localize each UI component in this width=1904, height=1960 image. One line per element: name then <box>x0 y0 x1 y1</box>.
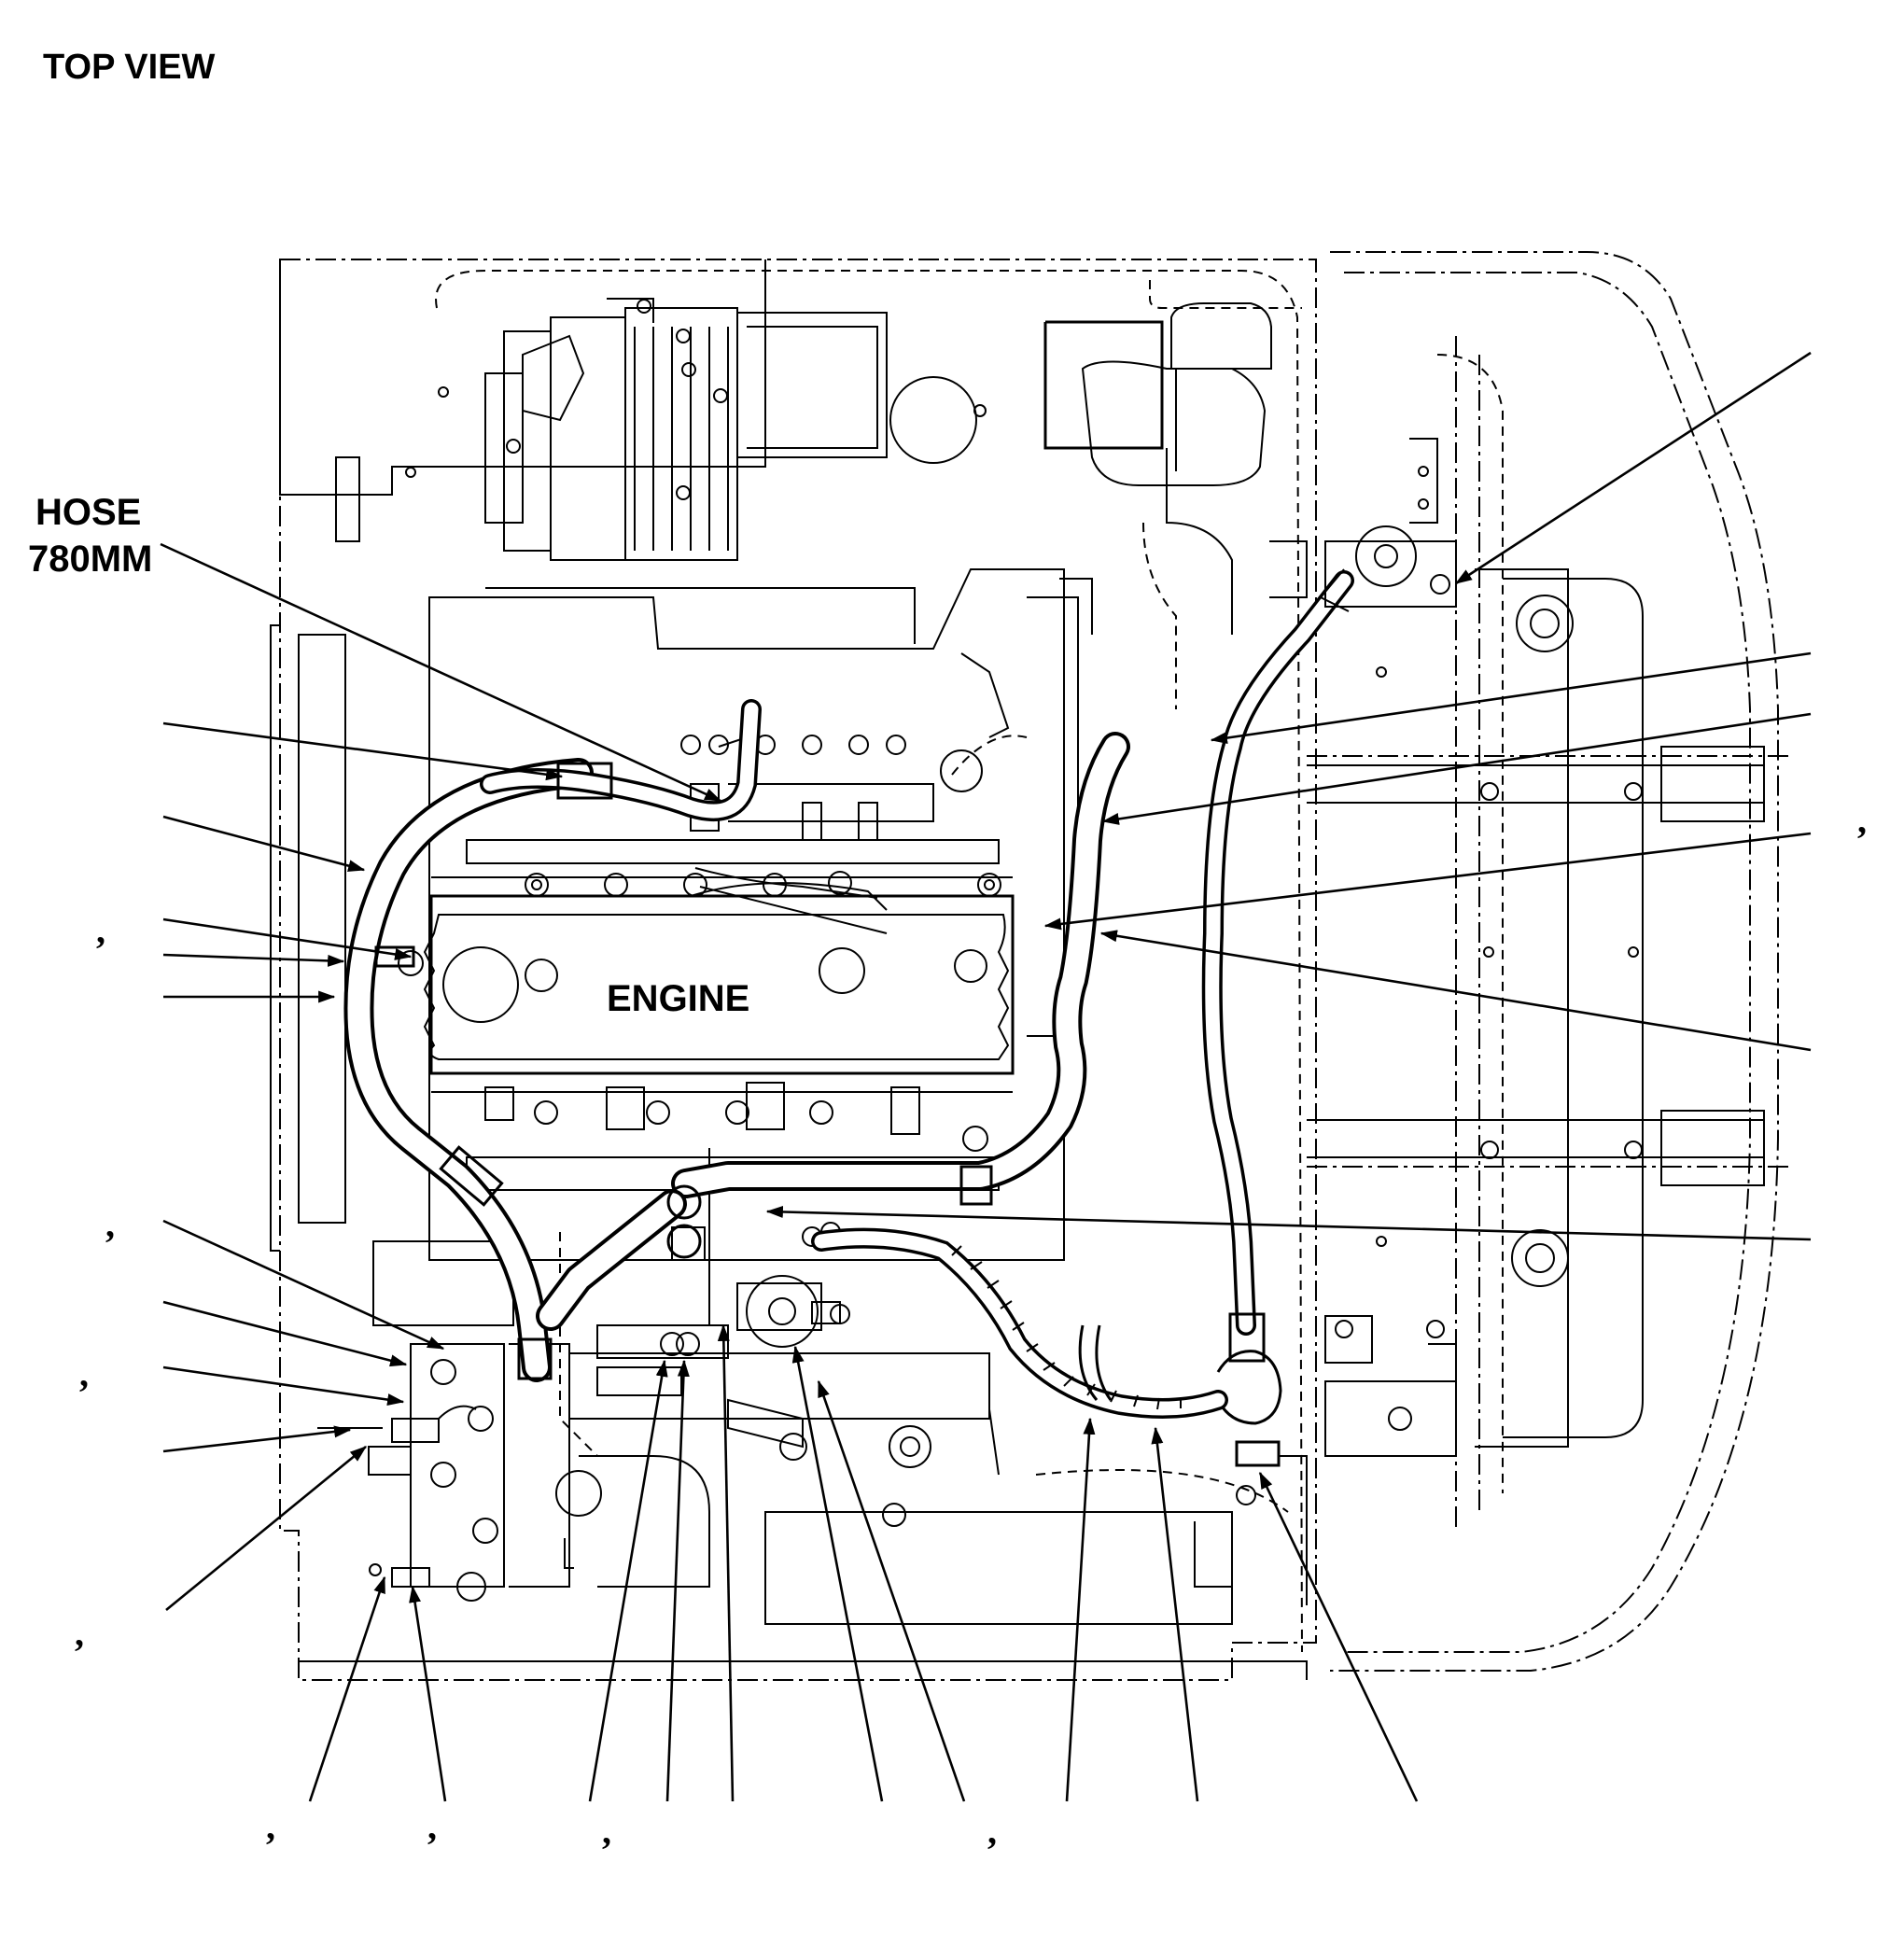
callout-separators: , , , , , , , , , <box>75 799 1867 1852</box>
separator-left-3: , <box>79 1352 89 1394</box>
leader-lines <box>160 351 1812 1802</box>
separator-bottom-3: , <box>602 1810 611 1852</box>
radiator-cap-area <box>1194 438 1457 1605</box>
corrugated-hose <box>811 1227 1228 1419</box>
separator-bottom-4: , <box>987 1810 997 1852</box>
hoses <box>343 570 1354 1467</box>
label-hose: HOSE <box>35 492 141 533</box>
label-hose-length: 780MM <box>28 539 152 580</box>
radiator-overflow-hose <box>1201 570 1354 1336</box>
governor-linkage <box>317 1240 1000 1602</box>
diagram-title: TOP VIEW <box>43 48 216 87</box>
separator-right-1: , <box>1857 799 1867 841</box>
air-cleaner-assembly <box>335 298 1272 709</box>
separator-left-1: , <box>96 909 105 951</box>
separator-left-2: , <box>105 1203 115 1245</box>
separator-left-4: , <box>75 1612 84 1654</box>
separator-bottom-2: , <box>427 1805 437 1847</box>
engine-block <box>398 568 1093 1261</box>
label-engine: ENGINE <box>607 978 749 1019</box>
machine-outline <box>270 251 1792 1681</box>
separator-bottom-1: , <box>266 1805 275 1847</box>
